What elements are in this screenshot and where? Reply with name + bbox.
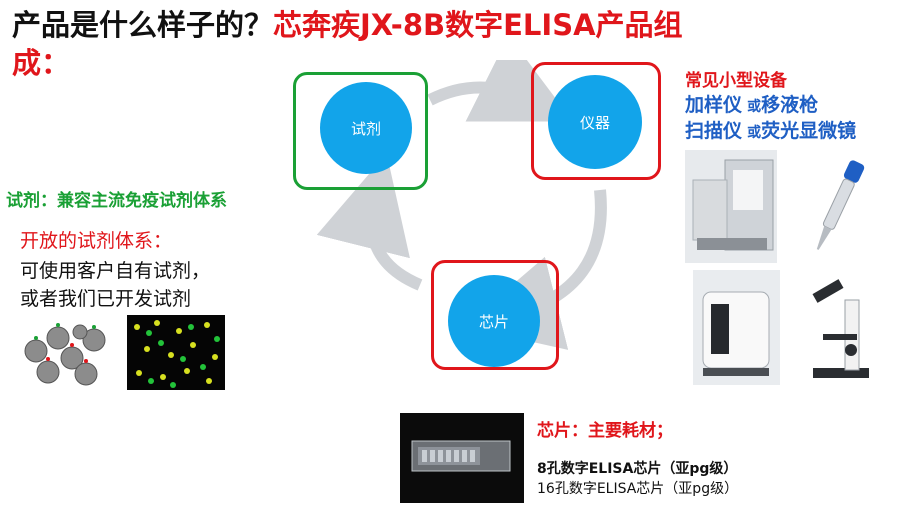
equipment-row2: 扫描仪 或荧光显微镜 — [685, 116, 856, 143]
left-line2: 或者我们已开发试剂 — [20, 288, 192, 310]
pipette-label: 移液枪 — [761, 94, 819, 116]
title-part2: 芯奔疾JX-8B数字ELISA产品组 — [273, 8, 683, 42]
bead-illustration — [24, 323, 106, 386]
instrument-node-label: 仪器 — [579, 113, 610, 132]
chip-item-8-well: 8孔数字ELISA芯片（亚pg级） — [537, 461, 738, 477]
left-line1: 可使用客户自有试剂， — [20, 260, 211, 282]
arrow-chip-to-reagent — [316, 153, 423, 291]
equipment-heading: 常见小型设备 — [685, 71, 787, 91]
or-label-2: 或 — [747, 125, 762, 141]
page-title: 产品是什么样子的？芯奔疾JX-8B数字ELISA产品组 成： — [12, 6, 892, 82]
chip-node: 芯片 — [448, 275, 540, 367]
scanner-label: 扫描仪 — [685, 120, 743, 142]
pipette-photo — [790, 150, 885, 263]
or-label-1: 或 — [747, 99, 762, 115]
scanner-photo — [693, 270, 780, 385]
title-part3: 成： — [12, 46, 71, 80]
reagent-frame — [293, 72, 428, 190]
reagent-node-label: 试剂 — [350, 119, 381, 138]
reagent-heading: 试剂：兼容主流免疫试剂体系 — [6, 191, 227, 211]
reagent-node: 试剂 — [320, 82, 412, 174]
microscope-label: 荧光显微镜 — [761, 120, 857, 142]
dispenser-photo — [685, 150, 777, 263]
instrument-frame — [531, 62, 661, 180]
fluorescence-image — [127, 315, 225, 390]
arrow-reagent-to-instrument — [427, 60, 573, 122]
chip-heading: 芯片：主要耗材； — [537, 421, 673, 441]
instrument-node: 仪器 — [548, 75, 642, 169]
title-part1: 产品是什么样子的？ — [12, 8, 274, 42]
chip-node-label: 芯片 — [478, 312, 509, 331]
microscope-photo — [793, 270, 887, 385]
equipment-row1: 加样仪 或移液枪 — [685, 90, 818, 117]
chip-frame — [431, 260, 559, 370]
dispenser-label: 加样仪 — [685, 94, 743, 116]
chip-photo — [400, 413, 524, 503]
open-system-heading: 开放的试剂体系： — [20, 230, 173, 252]
chip-item-16-well: 16孔数字ELISA芯片（亚pg级） — [537, 481, 739, 497]
